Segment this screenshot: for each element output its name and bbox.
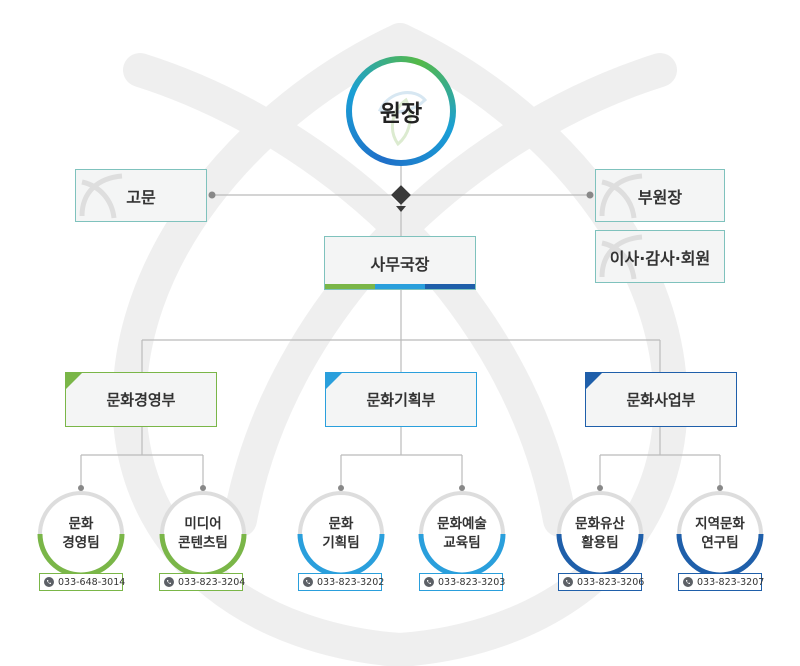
dept-culture-business: 문화사업부 xyxy=(585,372,737,427)
team-name-line1: 문화예술 xyxy=(437,516,487,532)
team-name-line2: 활용팀 xyxy=(581,535,619,551)
phone-number: 033-823-3207 xyxy=(697,576,765,588)
team-name-line2: 연구팀 xyxy=(701,535,739,551)
phone-badge[interactable]: 033-648-3014 xyxy=(39,573,126,591)
leaf-watermark-icon xyxy=(79,173,123,219)
phone-icon xyxy=(683,577,693,587)
phone-badge[interactable]: 033-823-3203 xyxy=(419,573,506,591)
phone-badge[interactable]: 033-823-3202 xyxy=(298,573,385,591)
vice-director-box: 부원장 xyxy=(595,169,725,222)
team-name-line1: 지역문화 xyxy=(695,516,745,532)
team-name-line1: 미디어 xyxy=(184,516,222,532)
dept-label: 문화경영부 xyxy=(106,391,176,409)
phone-icon xyxy=(44,577,54,587)
team-name-line2: 경영팀 xyxy=(62,535,100,551)
phone-number: 033-823-3202 xyxy=(317,576,385,588)
dept-corner-mark xyxy=(326,373,342,389)
advisor-label: 고문 xyxy=(126,187,156,207)
director-node: 원장 xyxy=(346,56,456,166)
phone-number: 033-823-3204 xyxy=(178,576,246,588)
secretary-general-box: 사무국장 xyxy=(324,236,476,290)
dept-corner-mark xyxy=(586,373,602,389)
phone-icon xyxy=(563,577,573,587)
junction-diamond xyxy=(391,185,411,205)
dept-corner-mark xyxy=(66,373,82,389)
team-name-line2: 교육팀 xyxy=(443,535,481,551)
dept-culture-planning: 문화기획부 xyxy=(325,372,477,427)
team-regional-culture-research: 지역문화 연구팀 xyxy=(676,491,764,578)
leaf-icon xyxy=(377,91,428,147)
team-culture-planning: 문화 기획팀 xyxy=(297,491,385,578)
phone-badge[interactable]: 033-823-3206 xyxy=(558,573,645,591)
phone-number: 033-823-3206 xyxy=(577,576,645,588)
advisor-box: 고문 xyxy=(75,169,207,222)
phone-badge[interactable]: 033-823-3207 xyxy=(678,573,765,591)
team-media-content: 미디어 콘텐츠팀 xyxy=(159,491,247,578)
leaf-watermark-icon xyxy=(599,173,643,219)
phone-icon xyxy=(164,577,174,587)
team-name-line1: 문화 xyxy=(68,516,94,532)
vice-director-label: 부원장 xyxy=(637,187,683,207)
team-name-line2: 콘텐츠팀 xyxy=(178,535,228,551)
team-culture-management: 문화 경영팀 xyxy=(37,491,125,578)
phone-number: 033-648-3014 xyxy=(58,576,126,588)
dept-culture-management: 문화경영부 xyxy=(65,372,217,427)
dept-label: 문화기획부 xyxy=(366,391,436,409)
leaf-watermark-icon xyxy=(599,234,643,280)
phone-icon xyxy=(303,577,313,587)
phone-number: 033-823-3203 xyxy=(438,576,506,588)
team-arts-education: 문화예술 교육팀 xyxy=(418,491,506,578)
team-name-line1: 문화 xyxy=(328,516,354,532)
phone-badge[interactable]: 033-823-3204 xyxy=(159,573,246,591)
board-box: 이사·감사·회원 xyxy=(595,230,725,283)
team-name-line2: 기획팀 xyxy=(322,535,360,551)
dept-label: 문화사업부 xyxy=(626,391,696,409)
director-label: 원장 xyxy=(379,101,423,127)
phone-icon xyxy=(424,577,434,587)
team-heritage-utilization: 문화유산 활용팀 xyxy=(556,491,644,578)
secretary-general-label: 사무국장 xyxy=(370,255,430,274)
tricolor-bar xyxy=(325,284,475,289)
team-name-line1: 문화유산 xyxy=(575,516,625,532)
board-label: 이사·감사·회원 xyxy=(609,248,711,268)
